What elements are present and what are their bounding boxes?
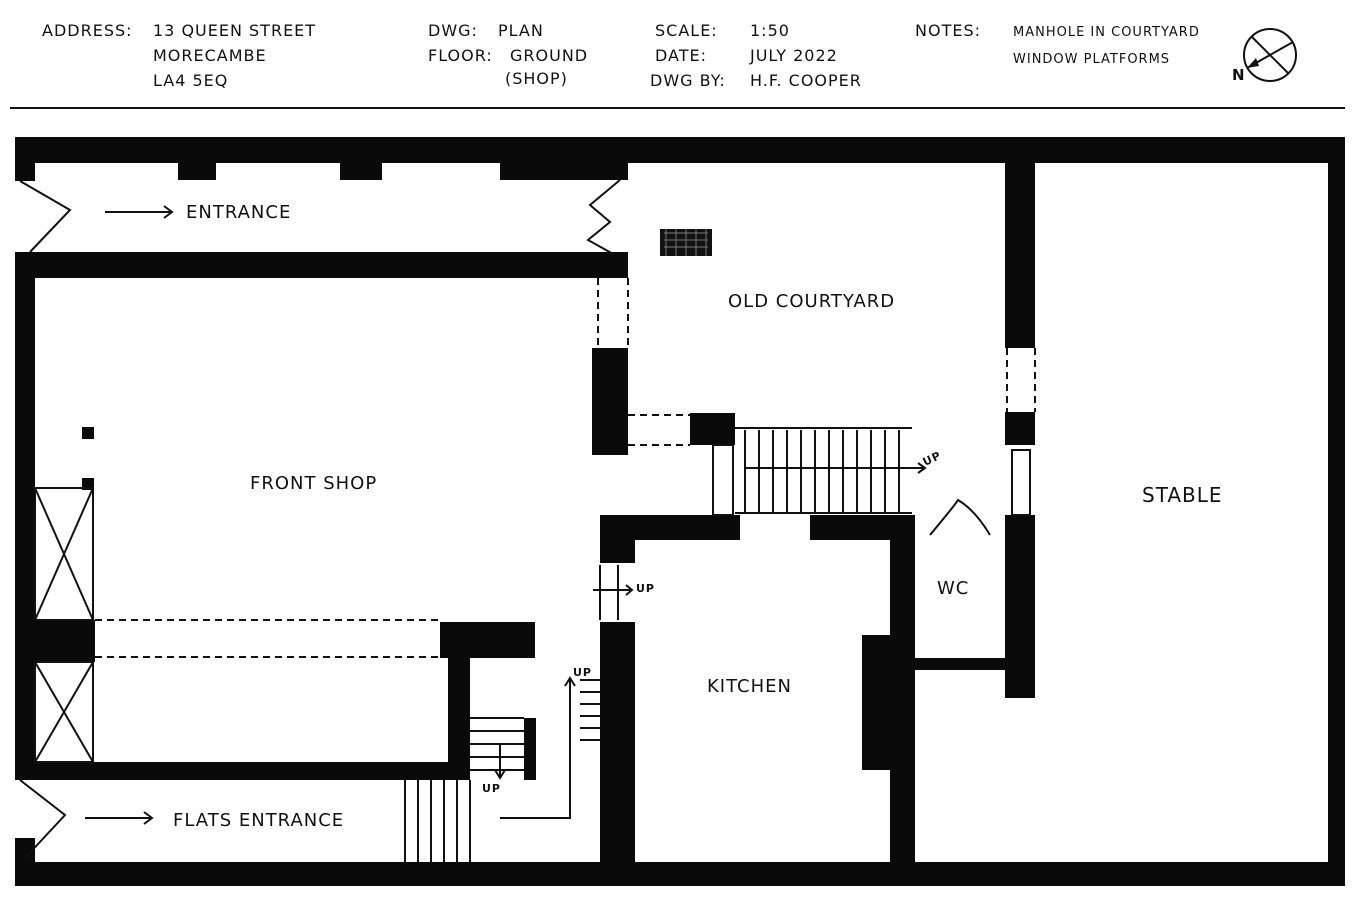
room-label-stable: STABLE: [1142, 483, 1223, 507]
title-block: ADDRESS: 13 QUEEN STREET MORECAMBE LA4 5…: [10, 21, 1345, 109]
room-label-flats-entrance: FLATS ENTRANCE: [173, 810, 344, 831]
date-value: JULY 2022: [749, 46, 838, 65]
north-arrow-icon: N: [1232, 28, 1297, 84]
stair-up-label: UP: [573, 666, 592, 679]
floor-label: FLOOR:: [428, 46, 493, 65]
stair-up-label: UP: [921, 449, 944, 469]
dwg-by-label: DWG BY:: [650, 71, 726, 90]
room-label-front-shop: FRONT SHOP: [250, 473, 377, 494]
window-platforms: [34, 487, 94, 763]
flats-entrance-arrow-icon: [85, 811, 154, 825]
date-label: DATE:: [655, 46, 707, 65]
floor-value-sub: (SHOP): [505, 69, 568, 88]
entrance-arrow-icon: [105, 205, 174, 219]
scale-value: 1:50: [750, 21, 790, 40]
address-line-3: LA4 5EQ: [153, 71, 228, 90]
north-label: N: [1232, 66, 1246, 84]
note-2: WINDOW PLATFORMS: [1013, 52, 1170, 67]
doors: [19, 179, 1036, 859]
dwg-label: DWG:: [428, 21, 478, 40]
room-label-wc: WC: [937, 578, 969, 599]
stairs: [404, 427, 912, 862]
scale-label: SCALE:: [655, 21, 718, 40]
address-line-2: MORECAMBE: [153, 46, 267, 65]
stair-up-label: UP: [636, 582, 655, 595]
dwg-value: PLAN: [498, 21, 544, 40]
stair-up-label: UP: [482, 782, 501, 795]
floor-value: GROUND: [510, 46, 588, 65]
address-line-1: 13 QUEEN STREET: [153, 21, 316, 40]
room-label-old-courtyard: OLD COURTYARD: [728, 291, 895, 312]
manhole-icon: [660, 229, 712, 256]
notes-label: NOTES:: [915, 21, 981, 40]
walls: [15, 137, 1345, 886]
note-1: MANHOLE IN COURTYARD: [1013, 25, 1200, 40]
address-label: ADDRESS:: [42, 21, 133, 40]
room-label-entrance: ENTRANCE: [186, 202, 291, 223]
dwg-by-value: H.F. COOPER: [750, 71, 862, 90]
stair-arrows: [85, 205, 927, 825]
room-label-kitchen: KITCHEN: [707, 676, 792, 697]
